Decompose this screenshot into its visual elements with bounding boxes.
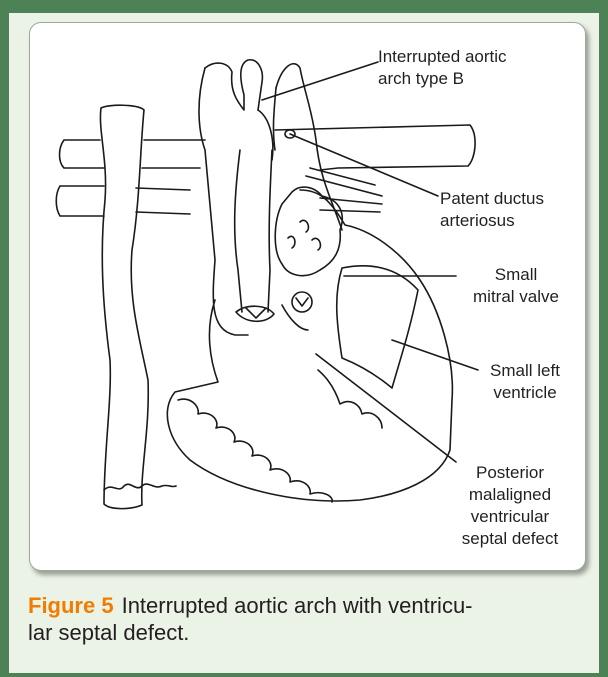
vena-cava xyxy=(100,105,148,508)
mitral-valve xyxy=(292,292,312,312)
pulmonary-artery-branch xyxy=(60,140,105,168)
label-interrupted-arch: Interrupted aortic arch type B xyxy=(378,46,558,90)
artist-signature xyxy=(104,484,176,490)
right-ventricle-trabeculae xyxy=(178,399,332,502)
left-pulmonary-artery xyxy=(275,125,475,170)
left-atrium xyxy=(275,187,342,276)
caption-text-1: Interrupted aortic arch with ventricu- xyxy=(122,593,473,618)
caption-text-2: lar septal defect. xyxy=(28,620,189,645)
figure-number: Figure 5 xyxy=(28,593,114,618)
label-small-mitral: Small mitral valve xyxy=(456,264,576,308)
pointer-vsd xyxy=(316,354,456,462)
label-patent-ductus: Patent ductus arteriosus xyxy=(440,188,580,232)
pointer-arch xyxy=(262,62,378,100)
arch-proximal xyxy=(205,60,262,110)
pointer-ductus xyxy=(290,134,438,196)
figure-caption: Figure 5 Interrupted aortic arch with ven… xyxy=(28,592,588,646)
label-small-lv: Small left ventricle xyxy=(470,360,580,404)
ascending-aorta xyxy=(235,150,272,312)
label-vsd: Posterior malaligned ventricular septal … xyxy=(440,462,580,550)
left-ventricle xyxy=(337,266,418,388)
pointer-lv xyxy=(392,340,478,370)
